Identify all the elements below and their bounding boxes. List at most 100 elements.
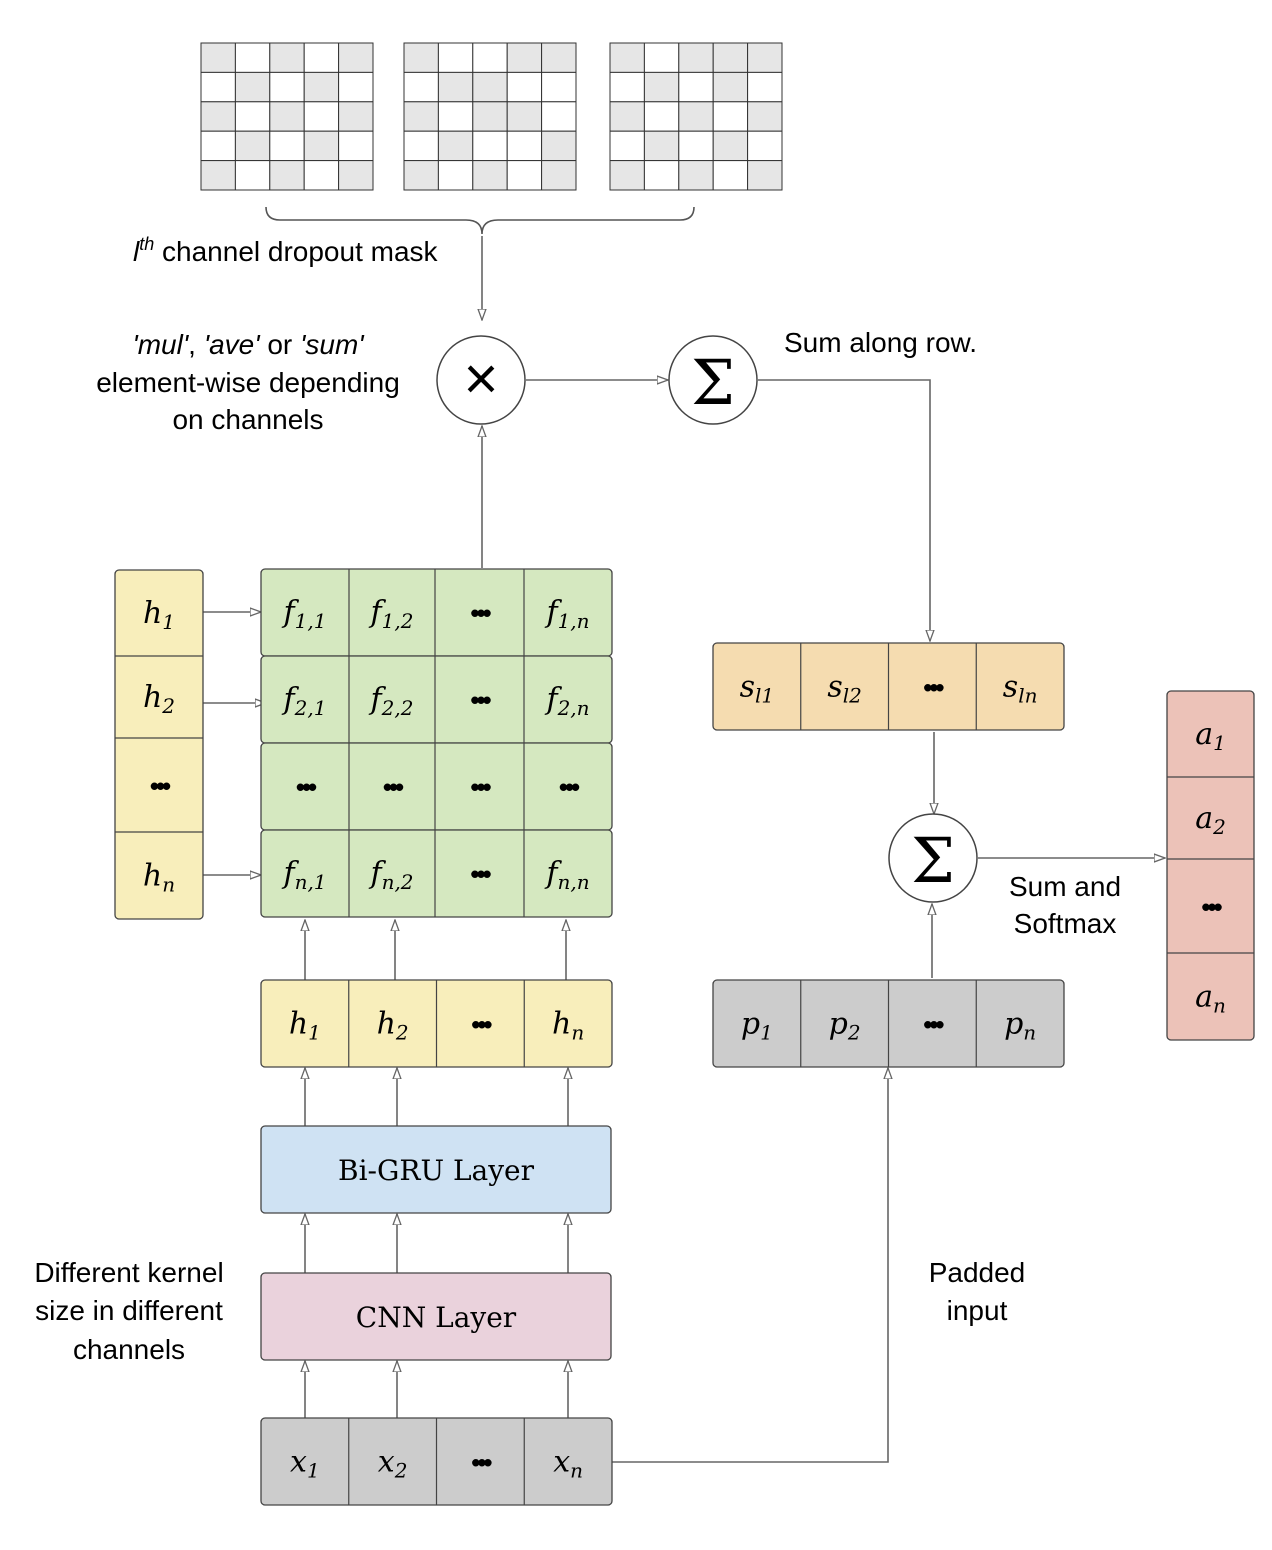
- mask-cell: [403, 160, 439, 191]
- bigru-layer-label: Bi-GRU Layer: [338, 1154, 535, 1187]
- cnn-layer-label: CNN Layer: [356, 1301, 517, 1334]
- padded-row-cell: pn: [1004, 1007, 1036, 1045]
- attention-column-cell: a2: [1195, 801, 1226, 839]
- score-row-cell: sl1: [740, 670, 775, 708]
- mask-cell: [200, 160, 236, 191]
- feature-cell: •••: [470, 859, 491, 889]
- mask-cell: [269, 160, 305, 191]
- mask-cell: [712, 160, 749, 191]
- mask-cell: [200, 42, 236, 73]
- bigru-layer-box: [260, 1125, 612, 1214]
- attention-column-cell: •••: [1201, 892, 1222, 922]
- mask-cell: [506, 101, 543, 132]
- dropout-mask: [200, 42, 374, 191]
- mask-cell: [437, 42, 474, 73]
- hidden-row-cell: h2: [377, 1007, 409, 1045]
- mask-cell: [678, 130, 714, 162]
- mask-cell: [472, 71, 508, 103]
- mask-cell: [403, 130, 439, 162]
- mask-cell: [541, 130, 577, 162]
- mask-cell: [506, 160, 543, 191]
- multiply-symbol: ×: [463, 345, 498, 412]
- mask-cell: [643, 160, 680, 191]
- mask-cell: [712, 130, 749, 162]
- mask-cell: [403, 42, 439, 73]
- mask-cell: [269, 71, 305, 103]
- sum-symbol-softmax: Σ: [911, 824, 955, 897]
- cnn-layer-box: [260, 1272, 612, 1361]
- mask-cell: [678, 101, 714, 132]
- mask-cell: [747, 130, 783, 162]
- hidden-row-cell: h1: [289, 1007, 321, 1045]
- mask-cell: [472, 101, 508, 132]
- mask-cell: [541, 71, 577, 103]
- dropout-mask: [609, 42, 783, 191]
- mask-cell: [472, 130, 508, 162]
- mask-cell: [234, 42, 271, 73]
- hidden-row-cell: •••: [471, 1010, 492, 1040]
- vertical-arrows: [305, 920, 568, 1418]
- feature-cell: •••: [470, 772, 491, 802]
- mask-cell: [609, 42, 645, 73]
- input-row-cell: x1: [290, 1445, 320, 1483]
- mask-label: lth channel dropout mask: [133, 234, 439, 267]
- padded-row-cell: p1: [741, 1007, 773, 1045]
- multiply-operator: [436, 335, 526, 425]
- mask-cell: [269, 130, 305, 162]
- attention-column-cell: an: [1195, 980, 1226, 1018]
- hidden-column-cell: h1: [143, 596, 175, 634]
- mask-cell: [541, 160, 577, 191]
- mask-cell: [643, 42, 680, 73]
- feature-cell: •••: [470, 685, 491, 715]
- feature-cell: •••: [470, 598, 491, 628]
- feature-cell: •••: [383, 772, 404, 802]
- mask-cell: [506, 42, 543, 73]
- mask-cell: [234, 160, 271, 191]
- op-label-line3: on channels: [172, 404, 323, 435]
- mask-cell: [506, 130, 543, 162]
- arrow-x-row-to-p-row: [612, 1068, 888, 1463]
- mask-cell: [338, 160, 374, 191]
- hidden-column-cell: •••: [150, 771, 171, 801]
- sum-operator-row: [668, 335, 758, 425]
- mask-cell: [200, 71, 236, 103]
- mask-cell: [472, 160, 508, 191]
- mask-cell: [747, 160, 783, 191]
- mask-cell: [338, 71, 374, 103]
- mask-cell: [541, 101, 577, 132]
- hidden-row-cell: hn: [552, 1007, 584, 1045]
- mask-cell: [200, 101, 236, 132]
- padded-row-cell: p2: [829, 1007, 861, 1045]
- mask-cell: [609, 101, 645, 132]
- padded-label-line2: input: [947, 1295, 1008, 1326]
- sum-softmax-line1: Sum and: [1009, 871, 1121, 902]
- mask-brace: [265, 206, 695, 235]
- score-row-cell: •••: [923, 673, 944, 703]
- input-row-cell: •••: [471, 1448, 492, 1478]
- kernel-label-line1: Different kernel: [34, 1257, 223, 1288]
- arrow-sum-to-s-row: [758, 379, 930, 641]
- mask-cell: [712, 101, 749, 132]
- mask-cell: [437, 71, 474, 103]
- mask-cell: [609, 71, 645, 103]
- mask-cell: [234, 71, 271, 103]
- mask-cell: [303, 101, 340, 132]
- attention-column-cell: a1: [1195, 717, 1226, 755]
- mask-cell: [234, 130, 271, 162]
- mask-cell: [712, 42, 749, 73]
- mask-cell: [541, 42, 577, 73]
- mask-cell: [437, 160, 474, 191]
- mask-cell: [303, 71, 340, 103]
- mask-cell: [678, 42, 714, 73]
- mask-cell: [678, 160, 714, 191]
- mask-cell: [269, 42, 305, 73]
- op-label-line2: element-wise depending: [96, 367, 400, 398]
- mask-cell: [506, 71, 543, 103]
- mask-cell: [437, 101, 474, 132]
- hidden-column-cell: hn: [143, 859, 175, 897]
- op-label-line1: 'mul', 'ave' or 'sum': [132, 329, 365, 360]
